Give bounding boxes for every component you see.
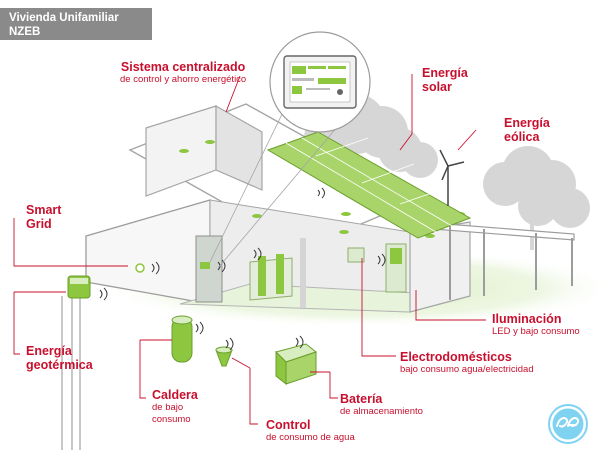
label-smart-grid: Smart Grid bbox=[26, 203, 61, 231]
label-iluminacion-title: Iluminación bbox=[492, 312, 562, 326]
label-geotermica-line-1: Energía bbox=[26, 344, 72, 358]
geothermal-unit bbox=[67, 275, 91, 299]
label-eolica-line-2: eólica bbox=[504, 130, 540, 144]
title-line-2: NZEB bbox=[9, 26, 41, 38]
title-line-1: Vivienda Unifamiliar bbox=[9, 12, 119, 24]
label-smartgrid-line-2: Grid bbox=[26, 217, 52, 231]
label-electro-subtitle: bajo consumo agua/electricidad bbox=[400, 364, 534, 375]
label-iluminacion-subtitle: LED y bajo consumo bbox=[492, 326, 580, 337]
geothermal-piping bbox=[61, 292, 81, 450]
label-control: Control de consumo de agua bbox=[266, 418, 355, 444]
label-solar-line-2: solar bbox=[422, 80, 452, 94]
label-smartgrid-line-1: Smart bbox=[26, 203, 62, 217]
control-system-callout bbox=[209, 31, 371, 269]
label-electro-title: Electrodomésticos bbox=[400, 350, 512, 364]
label-iluminacion: Iluminación LED y bajo consumo bbox=[492, 312, 580, 338]
label-caldera-sub-1: de bajo bbox=[152, 402, 184, 413]
label-geotermica-line-2: geotérmica bbox=[26, 358, 93, 372]
label-energia-eolica: Energía eólica bbox=[504, 116, 550, 144]
label-bateria-title: Batería bbox=[340, 392, 383, 406]
wireless-signal-icon bbox=[99, 187, 386, 351]
label-bateria: Batería de almacenamiento bbox=[340, 392, 423, 418]
label-sistema-centralizado: Sistema centralizado de control y ahorro… bbox=[120, 60, 246, 86]
label-control-subtitle: de consumo de agua bbox=[266, 432, 355, 443]
water-control-unit bbox=[215, 346, 233, 367]
solar-panel-array bbox=[266, 131, 472, 239]
label-caldera: Caldera de bajo consumo bbox=[152, 388, 198, 426]
label-energia-geotermica: Energía geotérmica bbox=[26, 344, 93, 372]
label-control-title: Control bbox=[266, 418, 311, 432]
label-solar-line-1: Energía bbox=[422, 66, 468, 80]
house bbox=[85, 103, 575, 313]
label-caldera-sub-2: consumo bbox=[152, 414, 191, 425]
page-title: Vivienda Unifamiliar NZEB bbox=[0, 8, 152, 40]
wind-turbine-icon bbox=[439, 149, 465, 206]
label-energia-solar: Energía solar bbox=[422, 66, 468, 94]
label-bateria-subtitle: de almacenamiento bbox=[340, 406, 423, 417]
label-eolica-line-1: Energía bbox=[504, 116, 550, 130]
leader-lines bbox=[13, 74, 486, 425]
label-sistema-subtitle: de control y ahorro energético bbox=[120, 74, 247, 85]
label-sistema-title: Sistema centralizado bbox=[120, 60, 246, 74]
label-caldera-title: Caldera bbox=[152, 388, 198, 402]
ge-logo-icon bbox=[548, 404, 588, 444]
label-electrodomesticos: Electrodomésticos bajo consumo agua/elec… bbox=[400, 350, 534, 376]
battery-unit bbox=[275, 343, 318, 386]
boiler-unit bbox=[171, 315, 193, 363]
